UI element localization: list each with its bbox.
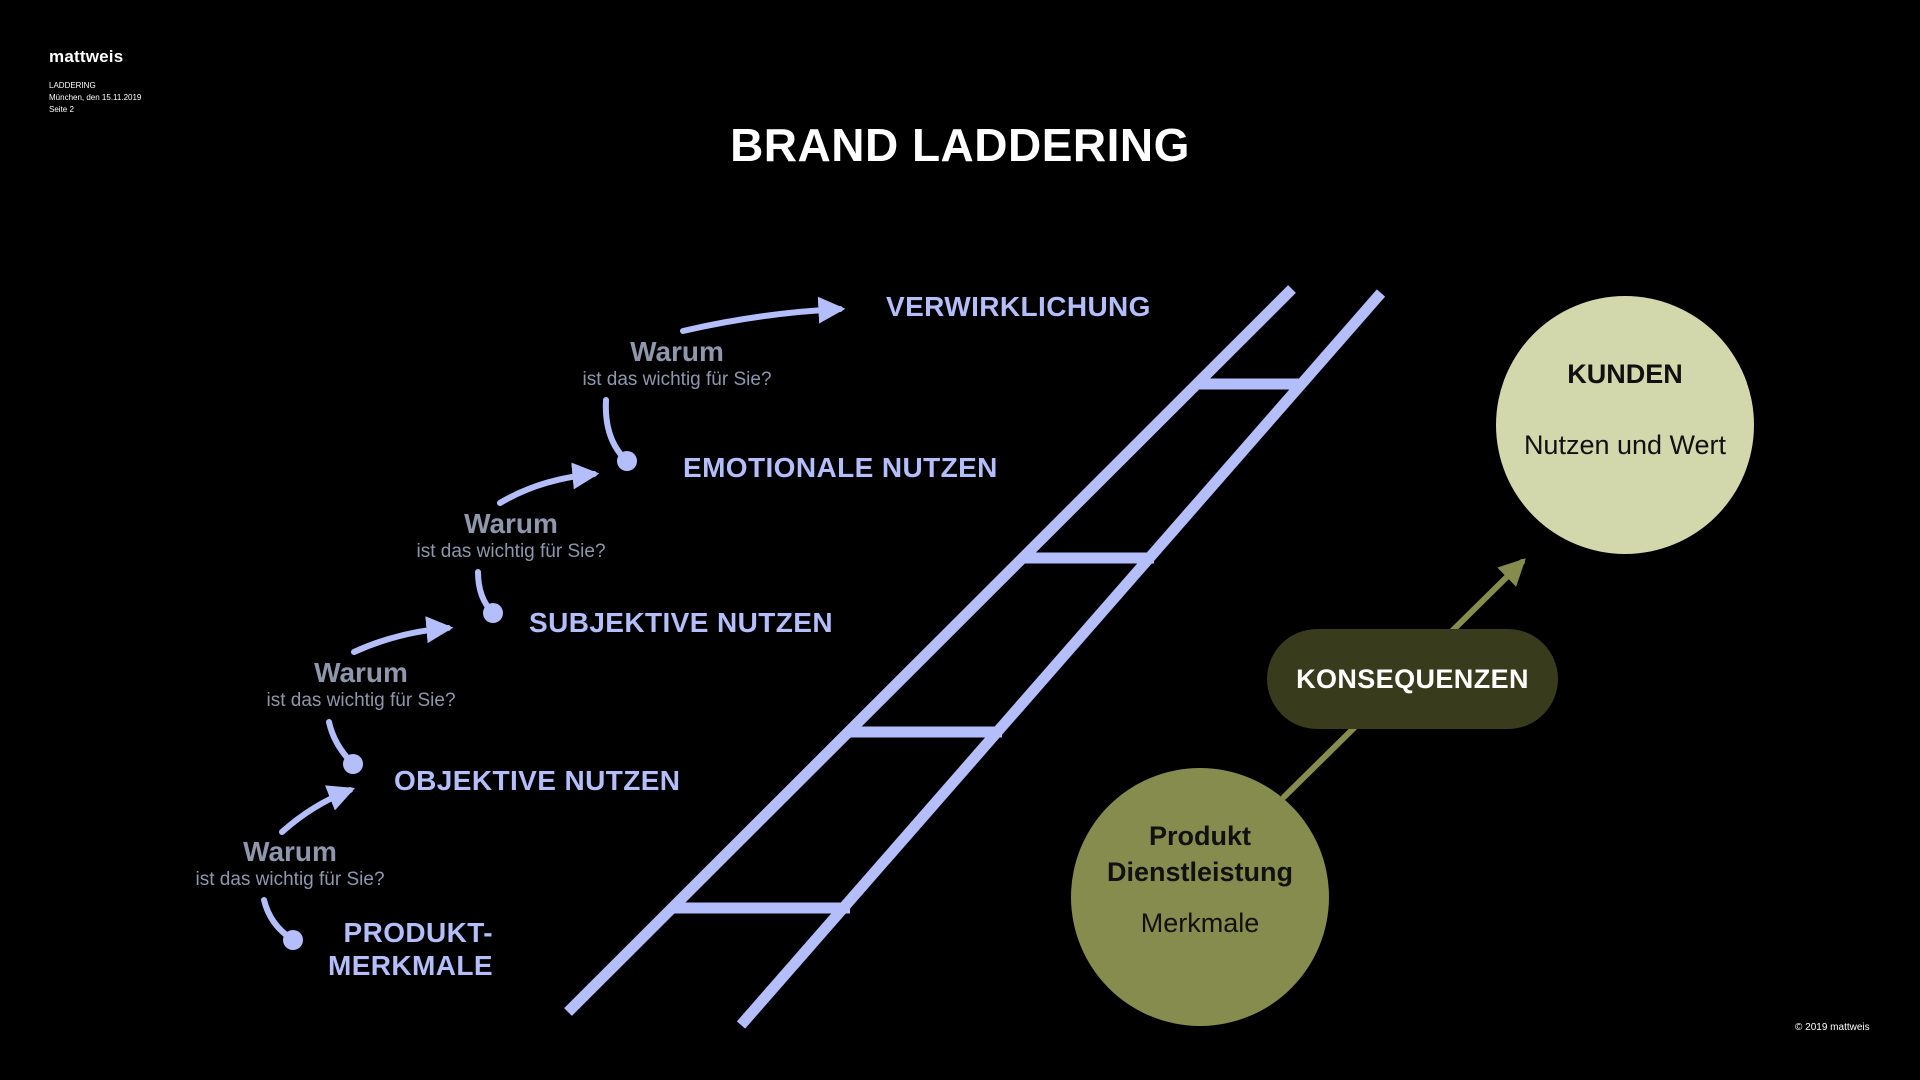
slide-title: BRAND LADDERING bbox=[730, 119, 1190, 171]
hook-curve bbox=[261, 897, 296, 943]
produkt-circle: Produkt Dienstleistung Merkmale bbox=[1071, 768, 1329, 1026]
level-verwirklichung: VERWIRKLICHUNG bbox=[886, 291, 1151, 322]
question-label: Warum ist das wichtig für Sie? bbox=[160, 836, 420, 892]
question-sub: ist das wichtig für Sie? bbox=[266, 690, 456, 711]
question-sub: ist das wichtig für Sie? bbox=[416, 541, 606, 562]
slide-meta: LADDERING München, den 15.11.2019 Seite … bbox=[49, 80, 141, 116]
question-label: Warum ist das wichtig für Sie? bbox=[381, 508, 641, 564]
produkt-title-line2: Dienstleistung bbox=[1106, 856, 1294, 887]
step-arrow bbox=[497, 462, 600, 506]
meta-page: Seite 2 bbox=[49, 105, 74, 114]
level-objektive-nutzen: OBJEKTIVE NUTZEN bbox=[394, 765, 681, 796]
question-word: Warum bbox=[243, 836, 337, 867]
question-label: Warum ist das wichtig für Sie? bbox=[547, 336, 807, 392]
kunden-body: Nutzen und Wert bbox=[1523, 430, 1727, 460]
level-produkt-line1: PRODUKT- bbox=[343, 917, 493, 948]
level-emotionale-nutzen: EMOTIONALE NUTZEN bbox=[683, 452, 998, 483]
hook-curve bbox=[326, 719, 356, 767]
question-word: Warum bbox=[464, 508, 558, 539]
produkt-title: Produkt Dienstleistung bbox=[1107, 818, 1293, 890]
meta-date: München, den 15.11.2019 bbox=[49, 93, 142, 102]
hook-curve bbox=[475, 569, 496, 616]
hook-curve bbox=[602, 397, 630, 464]
question-word: Warum bbox=[314, 657, 408, 688]
question-word: Warum bbox=[630, 336, 724, 367]
level-produkt-merkmale: PRODUKT- MERKMALE bbox=[328, 916, 493, 982]
ladder-left-rail bbox=[564, 285, 1296, 1016]
step-arrow bbox=[680, 296, 846, 334]
step-arrow bbox=[279, 785, 356, 835]
kunden-title: KUNDEN bbox=[1567, 359, 1683, 389]
brand-logo: mattweis bbox=[49, 47, 124, 66]
ladder-graphic bbox=[564, 285, 1386, 1029]
copyright: © 2019 mattweis bbox=[1795, 1022, 1870, 1033]
step-arrow bbox=[351, 616, 454, 655]
konsequenzen-pill: KONSEQUENZEN bbox=[1267, 629, 1558, 729]
question-sub: ist das wichtig für Sie? bbox=[195, 869, 385, 890]
meta-topic: LADDERING bbox=[49, 81, 96, 90]
level-produkt-line2: MERKMALE bbox=[328, 950, 493, 981]
question-label: Warum ist das wichtig für Sie? bbox=[231, 657, 491, 713]
produkt-title-line1: Produkt bbox=[1148, 820, 1251, 851]
question-sub: ist das wichtig für Sie? bbox=[582, 369, 772, 390]
kunden-circle: KUNDEN Nutzen und Wert bbox=[1496, 296, 1754, 554]
level-subjektive-nutzen: SUBJEKTIVE NUTZEN bbox=[529, 607, 833, 638]
produkt-body: Merkmale bbox=[1140, 907, 1260, 938]
